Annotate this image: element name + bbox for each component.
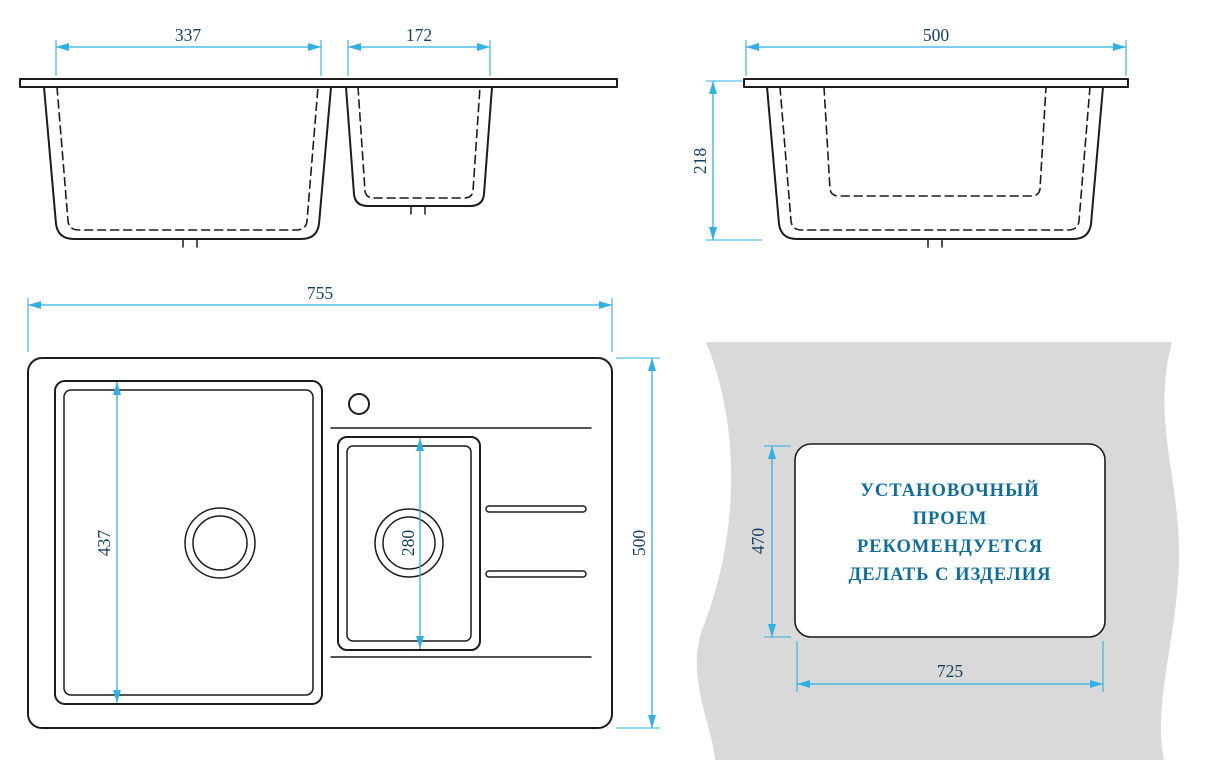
plan-small-bowl-inner xyxy=(346,445,472,642)
extension-lines xyxy=(55,40,322,76)
dim-label-side-depth: 218 xyxy=(690,148,710,175)
extension-lines xyxy=(347,40,491,76)
dimension-cutout-height: 470 xyxy=(748,445,791,638)
plan-faucet-hole xyxy=(348,393,370,415)
dim-label-overall-width: 755 xyxy=(307,283,334,303)
dimension-large-bowl-length: 437 xyxy=(91,382,121,703)
plan-sink-outline xyxy=(27,357,613,729)
side-small-bowl-dashed xyxy=(823,86,1047,197)
install-cutout xyxy=(794,443,1106,638)
plan-small-bowl-drain-outer xyxy=(374,508,444,578)
extension-lines xyxy=(27,298,613,352)
plan-drainboard-rib-bottom xyxy=(485,570,587,578)
dimension-small-bowl-width: 172 xyxy=(347,25,491,76)
install-note-line-4: ДЕЛАТЬ С ИЗДЕЛИЯ xyxy=(849,565,1052,585)
side-countertop-rim xyxy=(743,78,1129,88)
dim-label-small-bowl-width: 172 xyxy=(406,25,432,45)
dimension-side-width: 500 xyxy=(745,25,1127,76)
install-note-line-3: РЕКОМЕНДУЕТСЯ xyxy=(857,537,1043,557)
plan-small-bowl-outer xyxy=(337,436,481,651)
dimension-cutout-width: 725 xyxy=(796,641,1104,692)
plan-view: 755 500 437 280 xyxy=(27,283,660,729)
dim-label-overall-depth: 500 xyxy=(629,530,649,557)
plan-large-bowl-outer xyxy=(54,380,323,705)
dimension-overall-width: 755 xyxy=(27,283,613,352)
extension-lines xyxy=(745,40,1127,76)
installation-view: УСТАНОВОЧНЫЙ ПРОЕМ РЕКОМЕНДУЕТСЯ ДЕЛАТЬ … xyxy=(696,342,1180,760)
side-section-view: 500 218 xyxy=(690,25,1129,248)
dimension-overall-depth: 500 xyxy=(616,357,660,729)
dim-label-large-bowl-length: 437 xyxy=(94,530,114,557)
plan-small-bowl-drain-inner xyxy=(382,516,436,570)
front-countertop-rim xyxy=(19,78,618,88)
dimension-side-depth: 218 xyxy=(690,80,762,241)
dimension-large-bowl-width: 337 xyxy=(55,25,322,76)
dim-label-small-bowl-length: 280 xyxy=(398,530,418,557)
front-large-bowl-outline xyxy=(43,86,332,240)
plan-large-bowl-inner xyxy=(63,389,314,696)
dim-label-cutout-height: 470 xyxy=(748,528,768,555)
extension-lines xyxy=(706,80,762,241)
front-small-bowl-outline xyxy=(345,86,493,207)
install-note-line-2: ПРОЕМ xyxy=(913,509,988,529)
plan-large-bowl-drain-inner xyxy=(192,515,248,571)
front-small-bowl-inner-dashed xyxy=(357,86,481,199)
front-section-view: 337 172 xyxy=(19,25,618,248)
dim-label-side-width: 500 xyxy=(923,25,950,45)
front-large-bowl-drain-mark xyxy=(182,238,198,248)
side-bowl-outline xyxy=(766,86,1104,240)
dimension-small-bowl-length: 280 xyxy=(395,438,424,649)
install-note-line-1: УСТАНОВОЧНЫЙ xyxy=(860,479,1039,501)
front-small-bowl-drain-mark xyxy=(410,205,426,215)
dim-label-cutout-width: 725 xyxy=(937,661,964,681)
plan-drainboard-rib-top xyxy=(485,505,587,513)
side-drain-mark xyxy=(927,238,943,248)
dim-label-large-bowl-width: 337 xyxy=(175,25,202,45)
side-large-bowl-inner-dashed xyxy=(779,86,1091,231)
plan-large-bowl-drain-outer xyxy=(184,507,256,579)
install-note: УСТАНОВОЧНЫЙ ПРОЕМ РЕКОМЕНДУЕТСЯ ДЕЛАТЬ … xyxy=(849,479,1052,585)
front-large-bowl-inner-dashed xyxy=(56,86,319,231)
